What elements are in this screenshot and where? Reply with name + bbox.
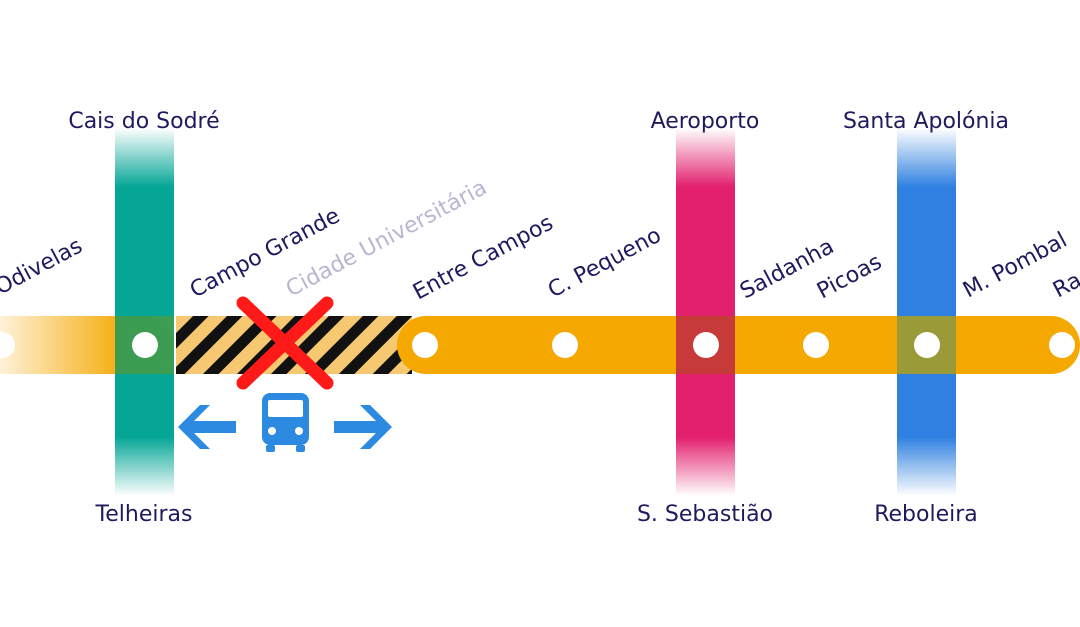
label-telheiras: Telheiras [95,502,193,527]
label-santa-apolonia: Santa Apolónia [843,109,1009,134]
label-cais-do-sodre: Cais do Sodré [68,109,219,134]
label-campo-grande: Campo Grande [186,203,344,303]
bus-icon [262,393,309,452]
closure-x-icon [236,296,334,390]
station-dot-campo-grande[interactable] [132,332,158,358]
green-line-bar [115,128,174,496]
station-dot-m-pombal[interactable] [914,332,940,358]
label-ra: Ra [1049,268,1080,303]
main-line-right-segment [397,316,1080,374]
blue-line-bar [897,128,956,496]
station-dot-picoas[interactable] [803,332,829,358]
station-dot-odivelas[interactable] [0,332,15,358]
red-line-bar [676,128,735,496]
label-c-pequeno: C. Pequeno [544,223,665,303]
label-reboleira: Reboleira [874,502,978,527]
station-dot-saldanha[interactable] [693,332,719,358]
station-dot-ra[interactable] [1049,332,1075,358]
label-s-sebastiao: S. Sebastião [637,502,773,527]
left-arrow-icon [178,405,236,449]
label-odivelas: Odivelas [0,234,87,301]
station-dot-entre-campos[interactable] [412,332,438,358]
right-arrow-icon [334,405,392,449]
label-aeroporto: Aeroporto [651,109,760,134]
station-dot-c-pequeno[interactable] [552,332,578,358]
